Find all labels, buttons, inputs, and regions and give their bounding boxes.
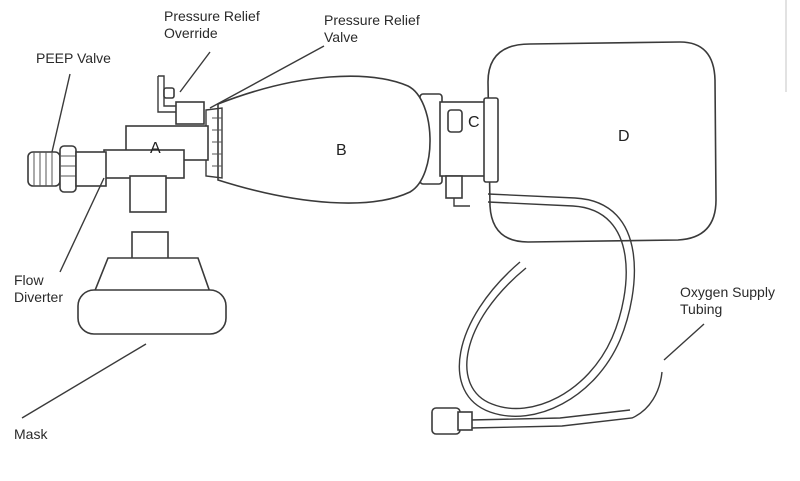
part-label-d: D <box>618 128 630 145</box>
leader-oxygen-tubing <box>663 323 705 361</box>
peep-valve <box>27 145 107 193</box>
leader-relief-valve <box>209 45 325 109</box>
leader-peep <box>51 73 71 153</box>
label-oxygen-supply-tubing: Oxygen Supply Tubing <box>680 284 775 318</box>
part-label-b: B <box>336 142 347 159</box>
patient-valve-a <box>103 125 209 213</box>
face-mask <box>77 231 227 335</box>
label-line: Pressure Relief <box>324 12 420 28</box>
tubing-connector <box>431 407 473 435</box>
oxygen-tubing <box>458 193 663 429</box>
label-line: Tubing <box>680 301 723 317</box>
self-inflating-bag <box>205 75 431 204</box>
leader-relief-override <box>179 51 211 93</box>
label-pressure-relief-override: Pressure Relief Override <box>164 8 260 42</box>
part-label-c: C <box>468 114 480 131</box>
valve-assembly-c <box>419 93 499 207</box>
label-peep-valve: PEEP Valve <box>36 50 111 66</box>
label-flow-diverter: Flow Diverter <box>14 272 63 306</box>
pressure-relief-valve <box>157 75 205 125</box>
label-line: Diverter <box>14 289 64 305</box>
label-line: Valve <box>324 29 358 45</box>
label-line: Oxygen Supply <box>680 284 775 300</box>
reservoir-bag <box>487 41 717 243</box>
part-label-a: A <box>150 140 161 157</box>
label-mask: Mask <box>14 426 48 442</box>
label-line: Override <box>164 25 218 41</box>
label-line: Flow <box>14 272 44 288</box>
label-pressure-relief-valve: Pressure Relief Valve <box>324 12 420 46</box>
leader-mask <box>21 343 147 419</box>
label-line: Pressure Relief <box>164 8 260 24</box>
leader-flow-diverter <box>59 177 105 273</box>
